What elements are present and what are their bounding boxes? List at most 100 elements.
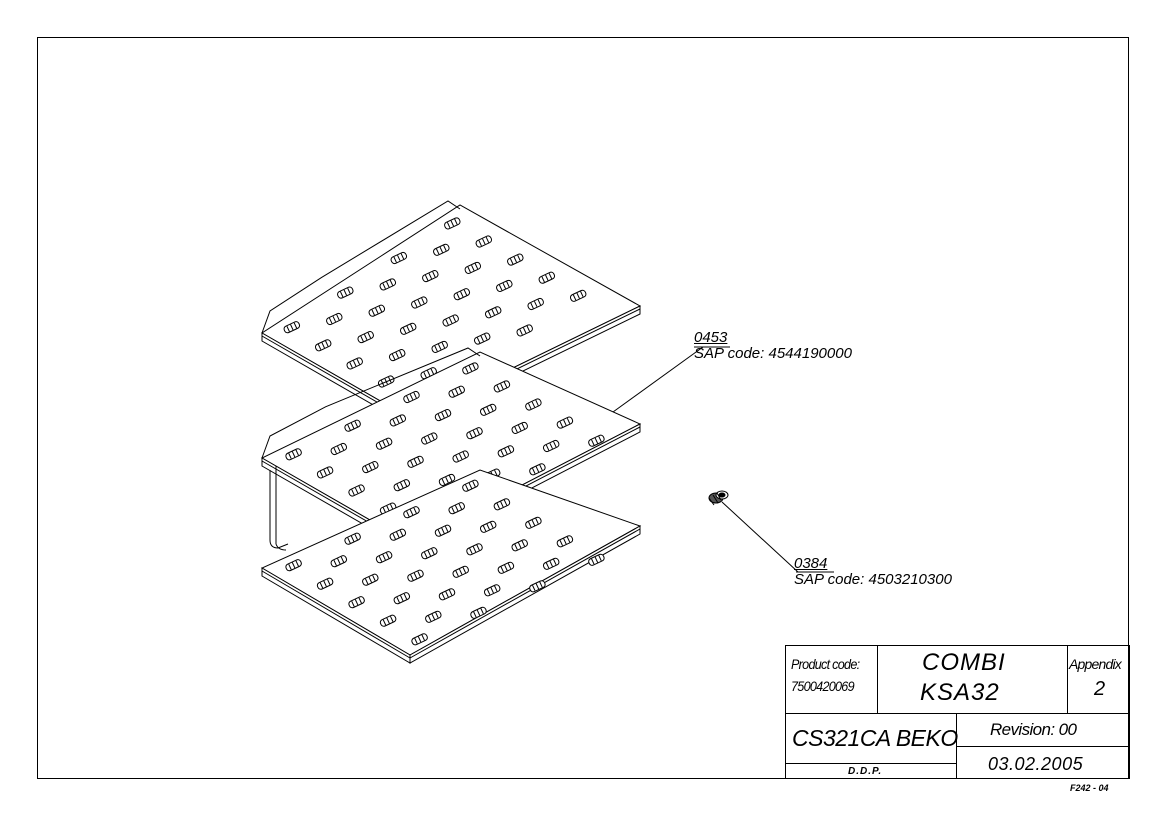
slot-icon	[434, 409, 452, 422]
callout-0453: 0453 SAP code: 4544190000	[694, 330, 852, 362]
slot-icon	[527, 297, 544, 311]
slot-icon	[525, 398, 542, 411]
slot-icon	[330, 442, 348, 456]
slot-icon	[452, 450, 469, 463]
slot-icon	[511, 539, 528, 552]
shelf-3	[260, 469, 642, 664]
model-name: CS321CA BEKO	[792, 725, 958, 751]
slot-icon	[452, 565, 469, 578]
slot-icon	[316, 577, 334, 590]
slot-icon	[422, 270, 439, 283]
slot-icon	[403, 390, 420, 404]
title-line-2: KSA32	[920, 679, 1000, 706]
slot-icon	[434, 524, 452, 537]
slot-icon	[538, 271, 556, 284]
leader-line-0384	[721, 501, 799, 573]
screw-icon	[708, 490, 729, 506]
slot-icon	[444, 217, 461, 230]
slot-icon	[393, 479, 411, 492]
slot-icon	[368, 304, 386, 317]
slot-icon	[529, 580, 546, 593]
slot-icon	[556, 535, 574, 548]
slot-icon	[466, 543, 483, 556]
slot-icon	[399, 322, 417, 335]
slot-icon	[411, 633, 428, 646]
slot-icon	[479, 403, 497, 416]
slot-icon	[375, 437, 393, 450]
slot-icon	[407, 455, 424, 468]
slot-icon	[542, 439, 560, 453]
slot-icon	[442, 314, 459, 327]
slot-icon	[285, 559, 302, 572]
sap-code: SAP code: 4503210300	[794, 571, 952, 588]
slot-icon	[346, 357, 363, 370]
product-code-value: 7500420069	[791, 678, 855, 694]
slot-icon	[497, 445, 515, 458]
sap-code: SAP code: 4544190000	[694, 345, 852, 362]
slot-icon	[493, 498, 511, 511]
slot-icon	[283, 321, 301, 334]
slot-icon	[431, 340, 448, 353]
title-block: Product code: 7500420069 COMBI KSA32 App…	[785, 645, 1130, 779]
slot-icon	[462, 479, 479, 492]
slot-icon	[525, 516, 542, 529]
slot-icon	[389, 528, 407, 541]
slot-icon	[516, 324, 533, 337]
slot-icon	[285, 448, 302, 461]
slot-icon	[326, 312, 343, 326]
slot-icon	[475, 235, 493, 248]
slot-icon	[421, 432, 438, 445]
slot-icon	[529, 463, 546, 476]
title-line-1: COMBI	[922, 649, 1006, 676]
slot-icon	[497, 561, 515, 574]
author: D.D.P.	[848, 766, 883, 777]
slot-icon	[496, 279, 513, 292]
slot-icon	[388, 349, 406, 362]
slot-icon	[462, 362, 479, 375]
appendix-value: 2	[1094, 678, 1106, 700]
revision: Revision: 00	[990, 720, 1077, 739]
slot-icon	[337, 286, 354, 299]
slot-icon	[448, 385, 465, 398]
slot-icon	[438, 473, 456, 486]
slot-icon	[407, 569, 424, 582]
slot-icon	[411, 296, 428, 309]
slot-icon	[389, 414, 407, 427]
slot-icon	[479, 520, 497, 533]
slot-icon	[393, 592, 411, 605]
slot-icon	[379, 278, 397, 291]
slot-icon	[556, 416, 574, 429]
slot-icon	[362, 461, 379, 474]
product-code-label: Product code:	[791, 656, 860, 672]
slot-icon	[483, 584, 501, 597]
slot-icon	[379, 614, 397, 627]
slot-icon	[448, 502, 465, 515]
slot-icon	[464, 261, 482, 274]
slot-icon	[425, 610, 442, 623]
appendix-label: Appendix	[1069, 656, 1122, 672]
form-code: F242 - 04	[1070, 783, 1109, 793]
slot-icon	[466, 427, 483, 440]
slot-icon	[453, 288, 471, 301]
slot-icon	[470, 606, 487, 619]
slot-icon	[493, 380, 511, 393]
product-code: Product code: 7500420069	[791, 656, 867, 694]
shelf-bracket	[269, 466, 289, 551]
slot-icon	[433, 243, 450, 256]
slot-icon	[473, 332, 491, 345]
slot-icon	[484, 306, 502, 319]
slot-icon	[569, 289, 587, 302]
slot-icon	[542, 557, 560, 570]
callout-0384: 0384 SAP code: 4503210300	[794, 556, 952, 588]
slot-icon	[375, 551, 393, 564]
slot-icon	[403, 506, 420, 519]
slot-icon	[588, 553, 605, 566]
part-number: 0453	[694, 329, 728, 346]
slot-icon	[420, 367, 437, 380]
slot-icon	[344, 532, 361, 545]
part-number: 0384	[794, 555, 828, 572]
slot-icon	[390, 251, 408, 265]
date: 03.02.2005	[988, 754, 1084, 774]
slot-icon	[421, 547, 438, 560]
